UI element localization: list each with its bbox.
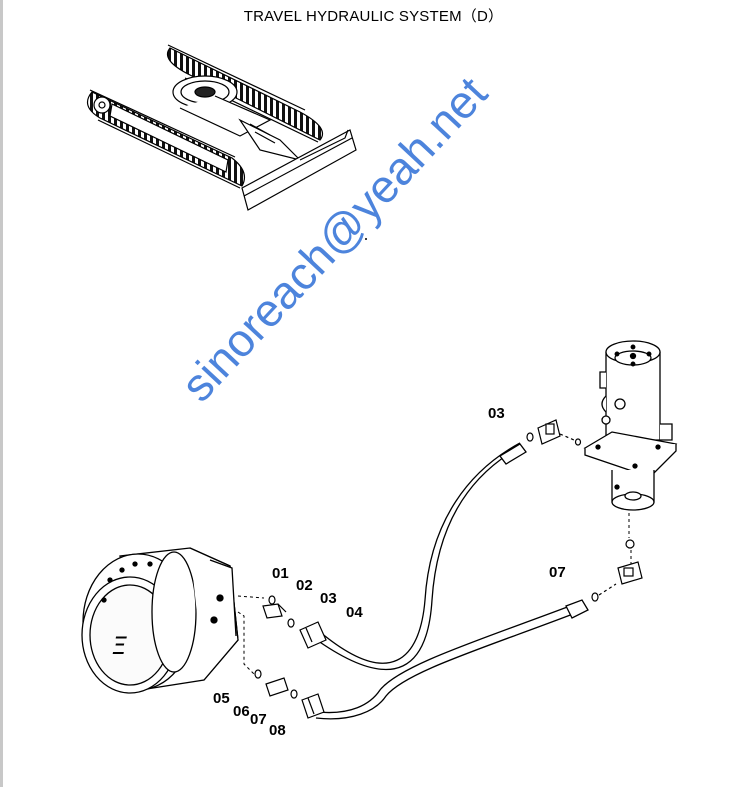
o-ring-07a <box>591 583 617 602</box>
elbow-fitting-upper <box>537 419 575 445</box>
callout-03: 03 <box>320 590 337 607</box>
callout-07-swivel: 07 <box>549 564 566 581</box>
leader-dash <box>237 595 265 599</box>
hose-lower <box>315 599 589 720</box>
diagram-title: TRAVEL HYDRAULIC SYSTEM（D） <box>243 8 504 25</box>
callout-08: 08 <box>269 722 286 739</box>
o-ring-swivel-bottom <box>625 539 635 549</box>
dozer-blade <box>241 129 357 211</box>
motor-logo: Ξ <box>112 632 127 660</box>
callout-07: 07 <box>250 711 267 728</box>
leader-dash <box>237 611 257 677</box>
stray-dot <box>365 238 367 240</box>
callout-06: 06 <box>233 703 250 720</box>
center-swivel-joint <box>583 340 678 511</box>
left-margin-rule <box>0 0 3 787</box>
o-ring-upper <box>526 432 582 446</box>
callout-05: 05 <box>213 690 230 707</box>
track-left <box>86 89 245 189</box>
callout-01: 01 <box>272 565 289 582</box>
travel-motor <box>81 547 239 694</box>
elbow-fitting-lower <box>617 561 643 585</box>
undercarriage-illustration <box>86 44 357 211</box>
leader-dash <box>628 513 632 566</box>
callout-02: 02 <box>296 577 313 594</box>
callout-04: 04 <box>346 604 363 621</box>
hose-upper <box>313 442 527 670</box>
fitting-set-upper <box>262 595 327 649</box>
fitting-set-lower <box>254 669 325 719</box>
callout-03-swivel: 03 <box>488 405 505 422</box>
